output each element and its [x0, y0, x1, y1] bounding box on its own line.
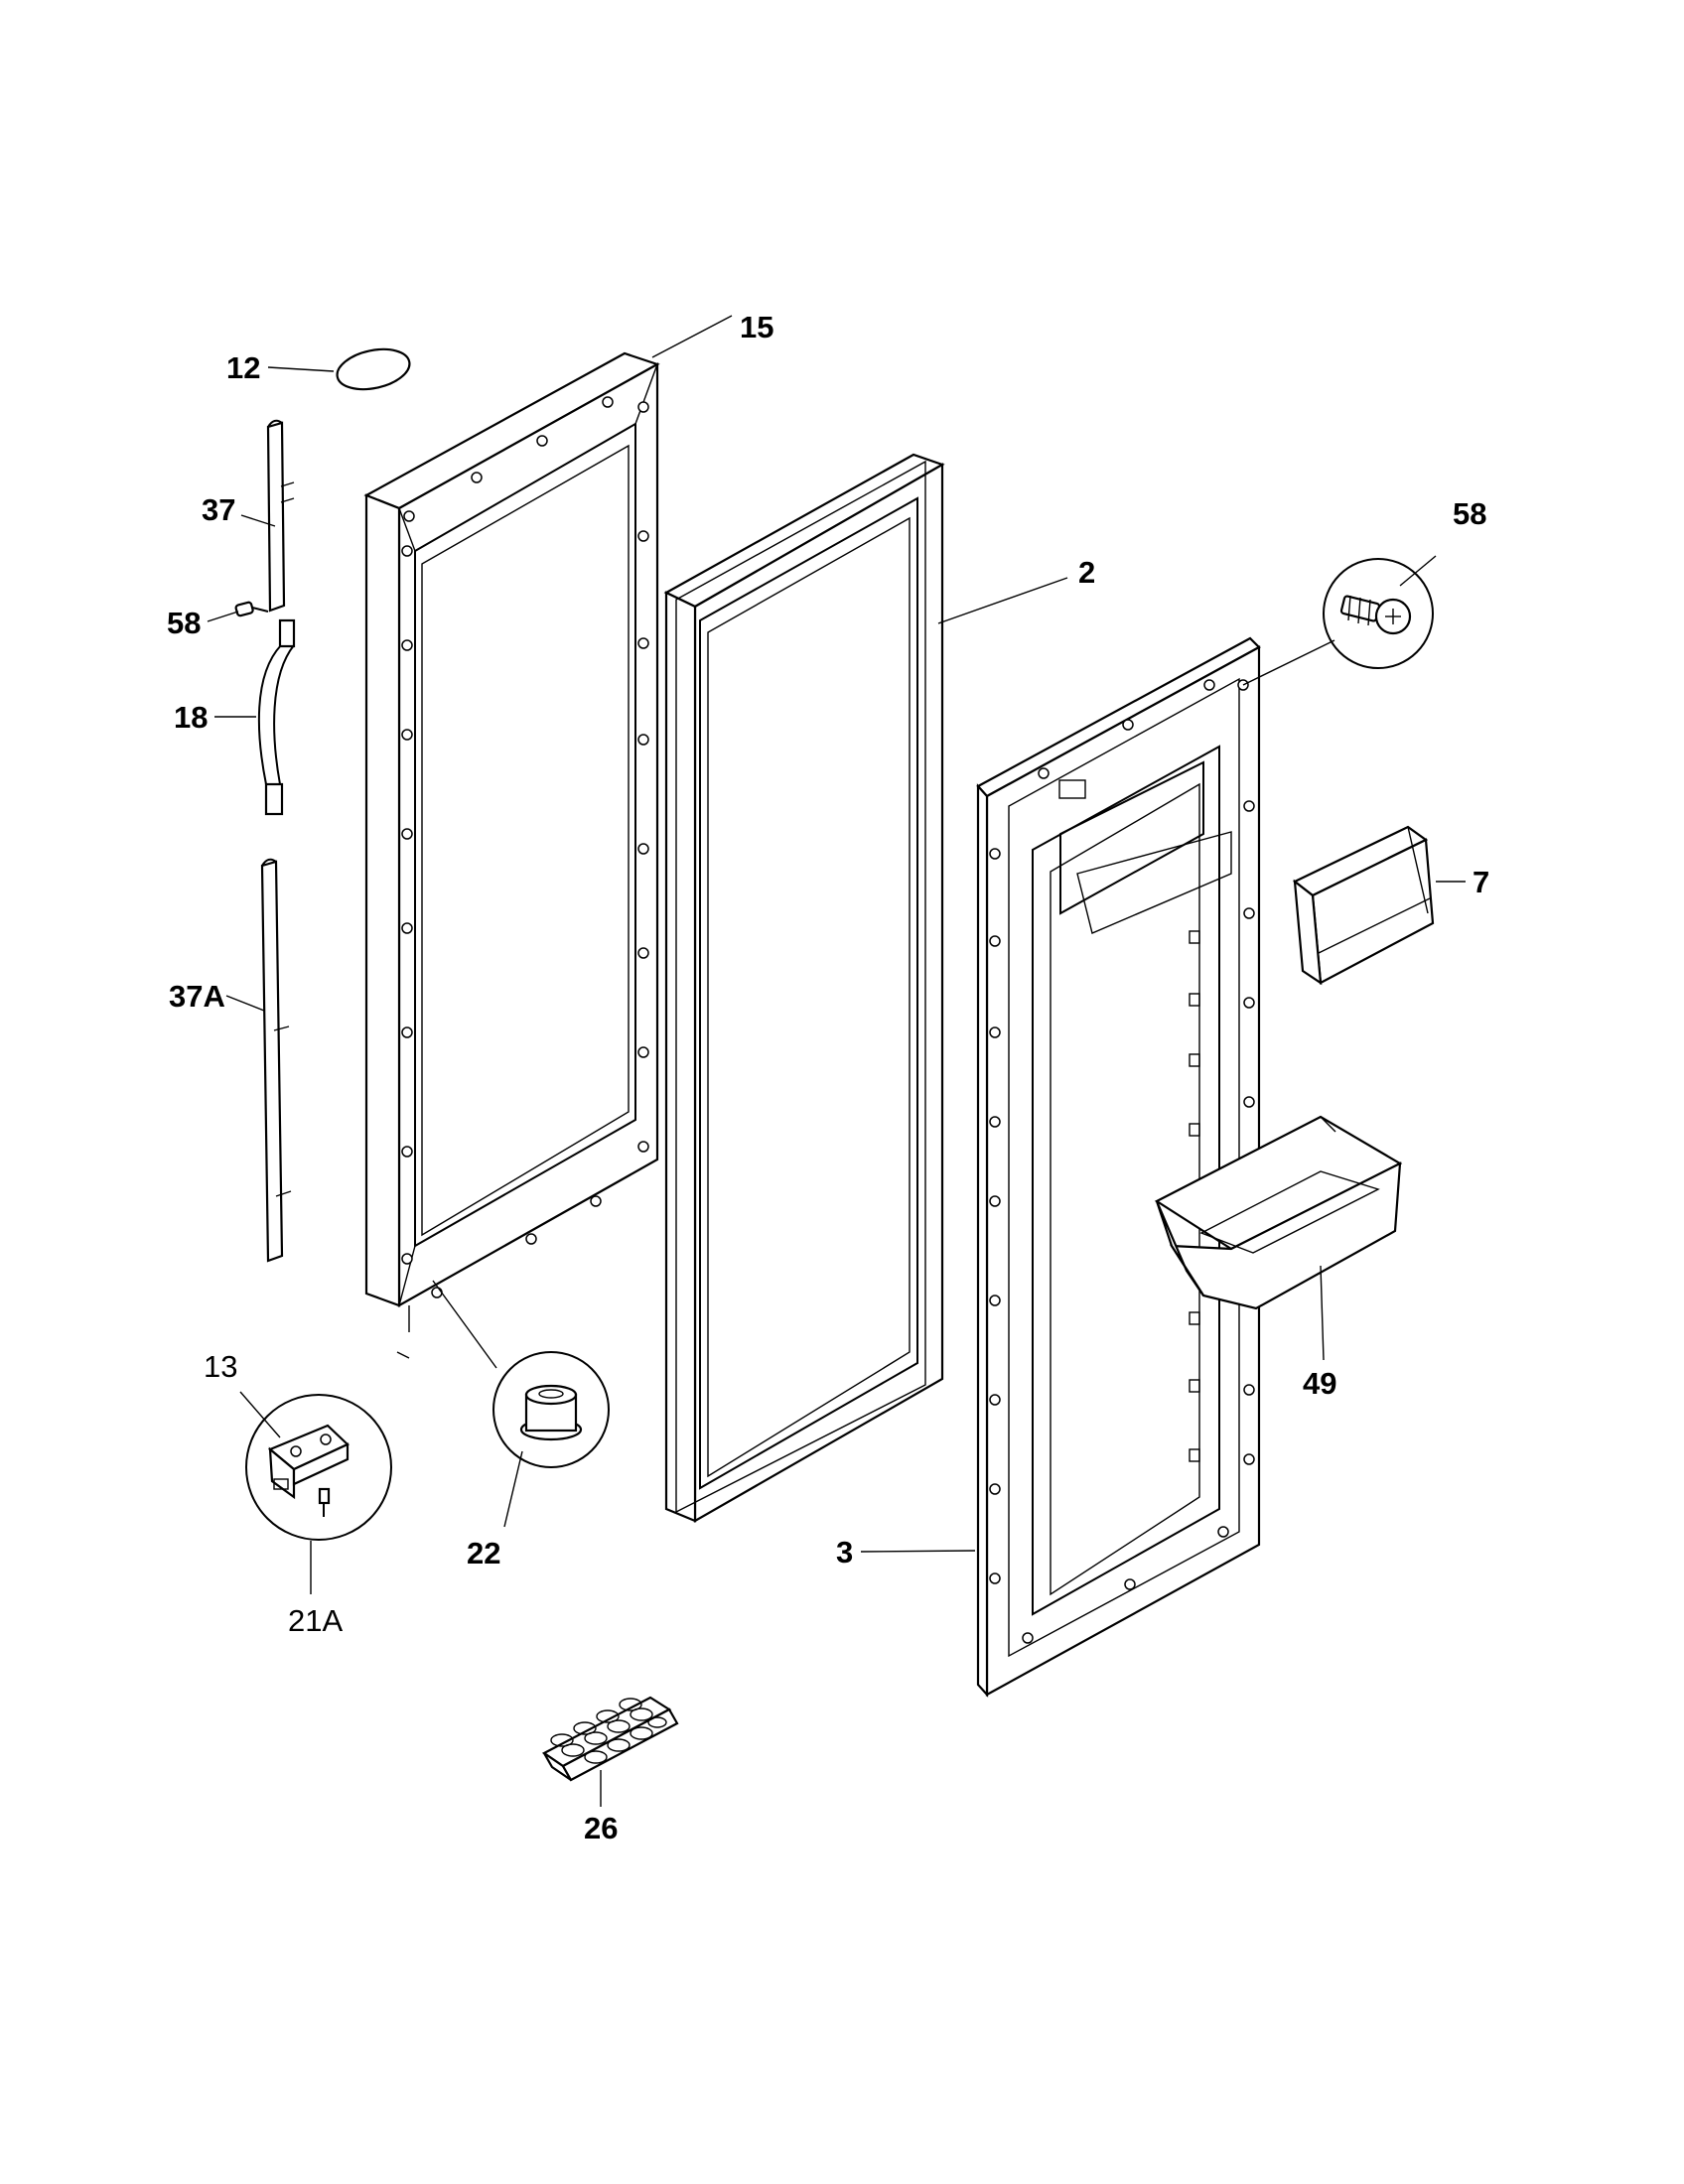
label-18: 18 — [174, 700, 208, 735]
label-2: 2 — [1078, 555, 1095, 590]
leader-15 — [651, 315, 733, 358]
part-37a-long-trim — [260, 858, 292, 1263]
leader-2 — [937, 577, 1068, 624]
leader-58b-a — [1242, 639, 1335, 686]
leader-frame-hinge-tick — [396, 1351, 410, 1359]
part-7-dairy-door — [1292, 825, 1435, 986]
part-22-bushing-callout — [492, 1351, 610, 1468]
label-37a: 37A — [169, 979, 225, 1014]
label-58-left: 58 — [167, 606, 201, 640]
leader-58a — [207, 611, 239, 622]
label-49: 49 — [1303, 1366, 1336, 1401]
label-15: 15 — [740, 310, 773, 344]
part-18-handle — [257, 618, 296, 816]
leader-49 — [1320, 1265, 1325, 1361]
frame-screw-holes — [401, 396, 649, 1298]
leader-3 — [860, 1550, 976, 1553]
part-26-egg-tray — [541, 1696, 679, 1782]
part-15-door-frame — [363, 351, 660, 1307]
part-3-door-liner — [976, 636, 1261, 1698]
label-3: 3 — [836, 1535, 853, 1570]
part-37-upper-trim — [266, 419, 295, 613]
leader-22-source-a — [432, 1280, 497, 1369]
part-2-gasket — [663, 453, 945, 1523]
label-37: 37 — [202, 492, 235, 527]
label-58-right: 58 — [1453, 496, 1486, 531]
liner-screw-holes — [989, 679, 1255, 1644]
label-21a: 21A — [288, 1603, 343, 1638]
leader-37 — [240, 514, 276, 527]
label-12: 12 — [226, 350, 260, 385]
part-58-small-screw — [234, 601, 269, 617]
part-labels: 12 15 37 58 18 37A 2 58 7 13 21A 22 49 3… — [167, 310, 1489, 1845]
part-12-plug — [336, 347, 411, 391]
leader-12 — [267, 366, 335, 372]
part-21a-hinge-callout — [245, 1394, 392, 1541]
label-7: 7 — [1473, 865, 1489, 899]
leader-37a — [225, 995, 265, 1012]
label-22: 22 — [467, 1536, 500, 1570]
leader-lines — [207, 315, 1466, 1807]
label-26: 26 — [584, 1811, 618, 1845]
part-49-door-bin — [1154, 1115, 1403, 1310]
label-13: 13 — [204, 1349, 237, 1384]
part-58-screw-callout — [1323, 558, 1434, 669]
leader-13 — [239, 1391, 281, 1438]
leader-58b-b — [1399, 555, 1437, 587]
leader-22 — [503, 1450, 523, 1528]
